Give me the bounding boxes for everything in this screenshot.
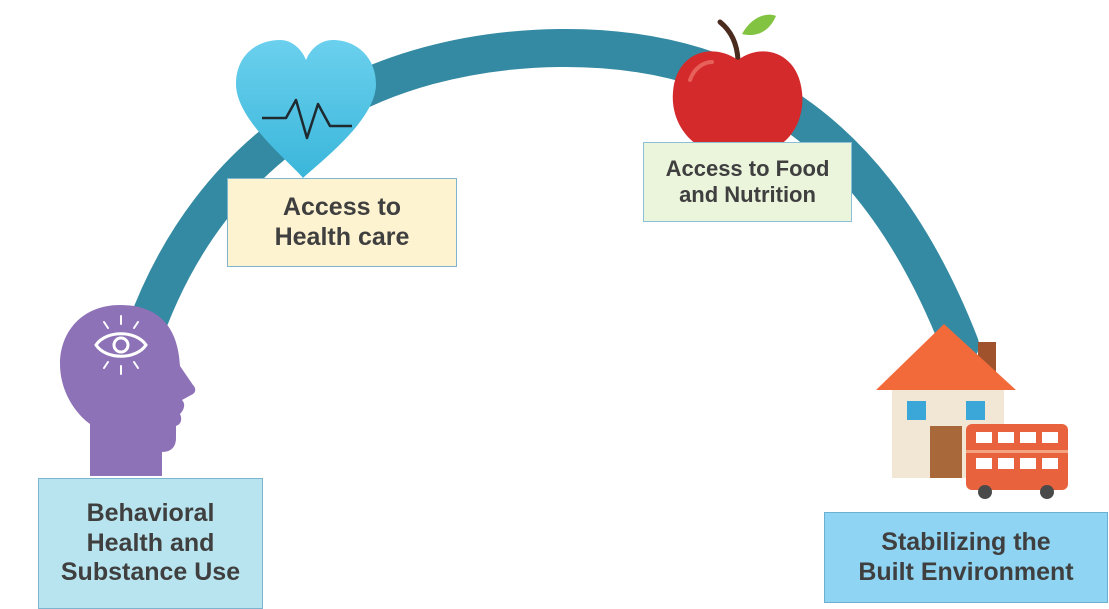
label-line: and Nutrition [679, 182, 816, 207]
label-access-food-nutrition: Access to Food and Nutrition [643, 142, 852, 222]
label-line: Behavioral [86, 499, 215, 528]
house-bus-icon [876, 324, 1068, 499]
label-line: Access to Food [665, 156, 830, 182]
label-line: Built Environment [858, 557, 1074, 586]
label-built-environment: Stabilizing the Built Environment [824, 512, 1108, 603]
label-line: Stabilizing the [881, 528, 1051, 556]
label-line: Substance Use [60, 558, 241, 587]
apple-icon [672, 14, 803, 151]
label-line: Access to [282, 193, 402, 221]
label-line: Health care [274, 222, 410, 251]
head-eye-icon [60, 305, 196, 476]
heart-pulse-icon [236, 40, 376, 178]
label-access-health-care: Access to Health care [227, 178, 457, 267]
label-line: Health and [86, 528, 215, 557]
label-behavioral-health: Behavioral Health and Substance Use [38, 478, 263, 609]
